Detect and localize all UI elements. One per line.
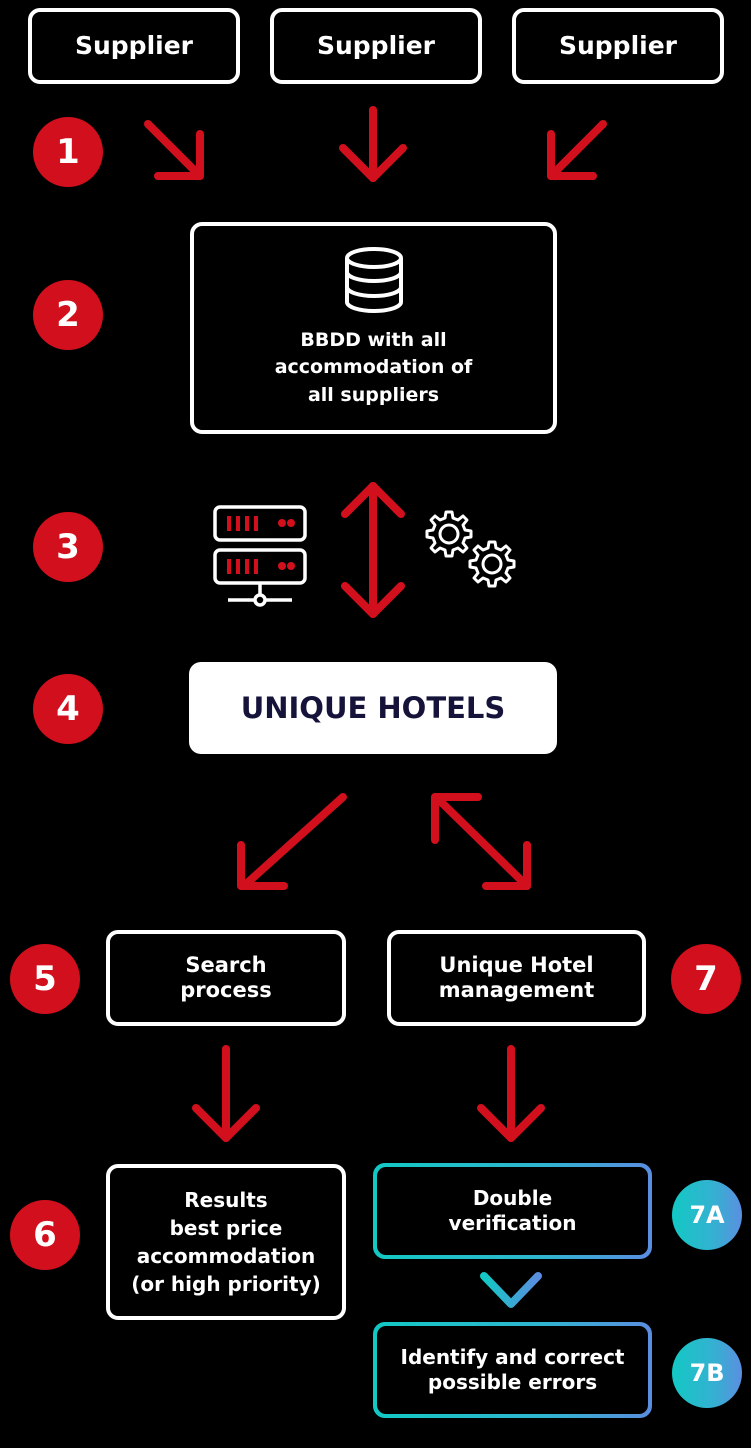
double-verification-line-1: Double: [472, 1186, 553, 1210]
supplier-label: Supplier: [74, 31, 194, 60]
server-icon: [213, 505, 307, 607]
step-badge-6: 6: [10, 1200, 80, 1270]
results-box: Results best price accommodation (or hig…: [106, 1164, 346, 1320]
step-number: 5: [33, 959, 57, 999]
step-number: 1: [56, 132, 80, 172]
results-line-4: (or high priority): [131, 1272, 321, 1296]
results-line-2: best price: [169, 1216, 283, 1240]
arrow-down-icon: [339, 106, 407, 182]
step-number: 6: [33, 1215, 57, 1255]
chevron-down-icon: [480, 1272, 542, 1308]
identify-errors-line-1: Identify and correct: [400, 1345, 625, 1369]
arrow-down-icon: [477, 1045, 545, 1142]
step-badge-2: 2: [33, 280, 103, 350]
search-process-line-2: process: [180, 978, 272, 1002]
step-number: 2: [56, 295, 80, 335]
supplier-label: Supplier: [316, 31, 436, 60]
step-number: 7: [694, 959, 718, 999]
arrow-down-left-icon: [547, 120, 607, 180]
step-number: 7B: [689, 1359, 725, 1387]
step-badge-4: 4: [33, 674, 103, 744]
search-process-line-1: Search: [185, 952, 267, 977]
identify-errors-line-2: possible errors: [427, 1370, 598, 1394]
unique-hotels-box: UNIQUE HOTELS: [189, 662, 557, 754]
supplier-box-3: Supplier: [512, 8, 724, 84]
arrow-down-icon: [192, 1045, 260, 1142]
search-process-box: Search process: [106, 930, 346, 1026]
bidirectional-diagonal-arrow-icon: [431, 793, 531, 890]
database-box: BBDD with all accommodation of all suppl…: [190, 222, 557, 434]
step-badge-7a: 7A: [672, 1180, 742, 1250]
unique-hotel-management-box: Unique Hotel management: [387, 930, 646, 1026]
database-label-line-1: BBDD with all: [300, 328, 447, 351]
database-label-line-3: all suppliers: [307, 383, 440, 406]
supplier-box-2: Supplier: [270, 8, 482, 84]
supplier-box-1: Supplier: [28, 8, 240, 84]
step-badge-3: 3: [33, 512, 103, 582]
step-badge-7b: 7B: [672, 1338, 742, 1408]
results-line-1: Results: [184, 1188, 268, 1212]
results-line-3: accommodation: [136, 1244, 316, 1268]
bidirectional-vertical-arrow-icon: [341, 482, 405, 618]
step-badge-1: 1: [33, 117, 103, 187]
database-label-line-2: accommodation of: [274, 356, 473, 379]
double-verification-line-2: verification: [448, 1211, 577, 1235]
double-verification-box: Double verification: [373, 1163, 652, 1259]
identify-errors-box: Identify and correct possible errors: [373, 1322, 652, 1418]
step-badge-5: 5: [10, 944, 80, 1014]
step-number: 4: [56, 689, 80, 729]
step-number: 3: [56, 527, 80, 567]
unique-hotels-label: UNIQUE HOTELS: [240, 691, 506, 725]
supplier-label: Supplier: [558, 31, 678, 60]
arrow-down-left-icon: [237, 793, 347, 890]
arrow-down-right-icon: [144, 120, 204, 180]
database-icon: [344, 246, 403, 313]
management-line-1: Unique Hotel: [439, 952, 594, 977]
step-badge-7: 7: [671, 944, 741, 1014]
step-number: 7A: [689, 1201, 725, 1229]
gears-icon: [425, 510, 516, 588]
management-line-2: management: [438, 978, 595, 1002]
